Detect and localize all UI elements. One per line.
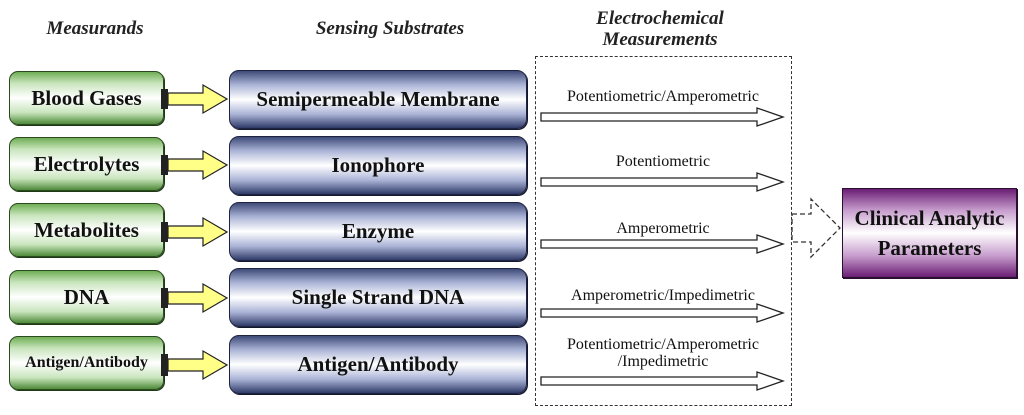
measurement-arrow-3 [540,234,785,254]
clinical-analytic-parameters-box: Clinical Analytic Parameters [842,188,1017,278]
technique-label-4: Amperometric/Impedimetric [538,287,788,304]
connector-arrow-2 [161,149,229,181]
technique-label-2-line1: Potentiometric [615,153,711,170]
measurement-arrow-4 [540,303,785,323]
measurand-metabolites: Metabolites [9,203,164,257]
header-electrochemical-line1: Electrochemical [596,8,724,29]
measurand-blood-gases: Blood Gases [9,71,164,125]
technique-label-1-line1: Potentiometric/Amperometric [567,88,759,105]
header-electrochemical-measurements: Electrochemical Measurements [560,8,760,50]
substrate-enzyme: Enzyme [229,202,527,261]
technique-label-5-line2: /Impedimetric [617,353,709,370]
measurement-arrow-2 [540,172,785,192]
technique-label-3-line1: Amperometric [616,220,710,237]
header-measurands: Measurands [46,18,144,39]
technique-label-1: Potentiometric/Amperometric [538,88,788,105]
substrate-single-strand-dna: Single Strand DNA [229,268,527,327]
substrate-semipermeable-membrane: Semipermeable Membrane [229,70,527,129]
technique-label-2: Potentiometric [538,153,788,170]
measurement-arrow-1 [540,107,785,127]
measurand-electrolytes: Electrolytes [9,137,164,191]
measurement-arrow-5 [540,371,785,391]
measurand-dna: DNA [9,270,164,324]
clinical-line1: Clinical Analytic [854,206,1005,230]
connector-arrow-1 [161,83,229,115]
header-sensing-substrates: Sensing Substrates [315,18,465,39]
connector-arrow-3 [161,216,229,248]
connector-arrow-5 [161,349,229,381]
header-electrochemical-line2: Measurements [602,29,718,50]
substrate-antigen-antibody: Antigen/Antibody [229,335,527,394]
technique-label-5: Potentiometric/Amperometric /Impedimetri… [538,336,788,370]
technique-label-3: Amperometric [538,220,788,237]
technique-label-4-line1: Amperometric/Impedimetric [571,287,755,304]
connector-arrow-4 [161,282,229,314]
clinical-line2: Parameters [877,236,982,260]
substrate-ionophore: Ionophore [229,136,527,195]
technique-label-5-line1: Potentiometric/Amperometric [567,336,759,353]
output-dashed-arrow [791,197,841,259]
